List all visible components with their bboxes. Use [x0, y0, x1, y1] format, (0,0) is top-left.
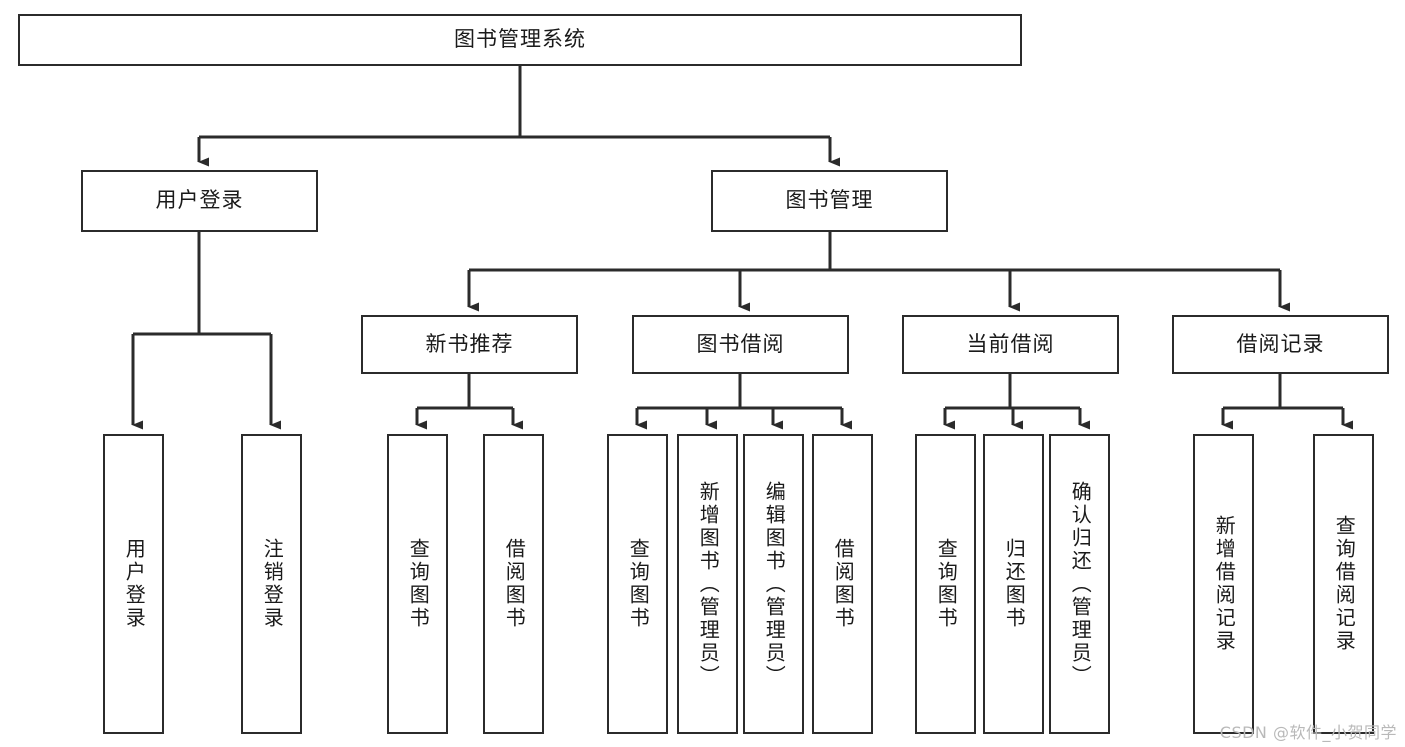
node-user-login-label: 用户登录 — [155, 188, 244, 213]
node-leaf-add-book[interactable]: 新增图书（管理员） — [677, 434, 738, 734]
node-leaf-user-logout-label: 注销登录 — [260, 538, 285, 630]
node-leaf-query-book-2[interactable]: 查询图书 — [607, 434, 668, 734]
node-borrow-record-label: 借阅记录 — [1236, 331, 1325, 356]
node-leaf-confirm-return[interactable]: 确认归还（管理员） — [1049, 434, 1110, 734]
node-leaf-add-record[interactable]: 新增借阅记录 — [1193, 434, 1254, 734]
node-current-borrow-label: 当前借阅 — [966, 331, 1055, 356]
node-leaf-borrow-book-1-label: 借阅图书 — [502, 538, 527, 630]
node-leaf-user-login-label: 用户登录 — [122, 538, 147, 630]
node-leaf-add-record-label: 新增借阅记录 — [1212, 515, 1237, 653]
node-new-book-rec-label: 新书推荐 — [425, 331, 514, 356]
node-leaf-user-login[interactable]: 用户登录 — [103, 434, 164, 734]
node-leaf-user-logout[interactable]: 注销登录 — [241, 434, 302, 734]
node-book-borrow-label: 图书借阅 — [696, 331, 785, 356]
node-borrow-record[interactable]: 借阅记录 — [1172, 315, 1389, 374]
node-leaf-borrow-book-2-label: 借阅图书 — [831, 538, 856, 630]
node-leaf-edit-book[interactable]: 编辑图书（管理员） — [743, 434, 804, 734]
node-leaf-query-record[interactable]: 查询借阅记录 — [1313, 434, 1374, 734]
node-leaf-borrow-book-2[interactable]: 借阅图书 — [812, 434, 873, 734]
node-leaf-query-book-1[interactable]: 查询图书 — [387, 434, 448, 734]
node-user-login[interactable]: 用户登录 — [81, 170, 318, 232]
node-leaf-return-book-label: 归还图书 — [1002, 538, 1027, 630]
node-leaf-borrow-book-1[interactable]: 借阅图书 — [483, 434, 544, 734]
node-root[interactable]: 图书管理系统 — [18, 14, 1022, 66]
node-leaf-return-book[interactable]: 归还图书 — [983, 434, 1044, 734]
node-leaf-query-book-3[interactable]: 查询图书 — [915, 434, 976, 734]
watermark: CSDN @软件_小贺同学 — [1219, 723, 1397, 742]
node-book-manage-label: 图书管理 — [785, 188, 874, 213]
node-root-label: 图书管理系统 — [454, 27, 586, 52]
node-leaf-add-book-label: 新增图书（管理员） — [696, 480, 721, 688]
node-new-book-rec[interactable]: 新书推荐 — [361, 315, 578, 374]
node-leaf-query-record-label: 查询借阅记录 — [1332, 515, 1357, 653]
node-leaf-confirm-return-label: 确认归还（管理员） — [1068, 480, 1093, 688]
node-leaf-query-book-1-label: 查询图书 — [406, 538, 431, 630]
node-leaf-edit-book-label: 编辑图书（管理员） — [762, 480, 787, 688]
node-current-borrow[interactable]: 当前借阅 — [902, 315, 1119, 374]
node-book-manage[interactable]: 图书管理 — [711, 170, 948, 232]
node-book-borrow[interactable]: 图书借阅 — [632, 315, 849, 374]
node-leaf-query-book-2-label: 查询图书 — [626, 538, 651, 630]
node-leaf-query-book-3-label: 查询图书 — [934, 538, 959, 630]
